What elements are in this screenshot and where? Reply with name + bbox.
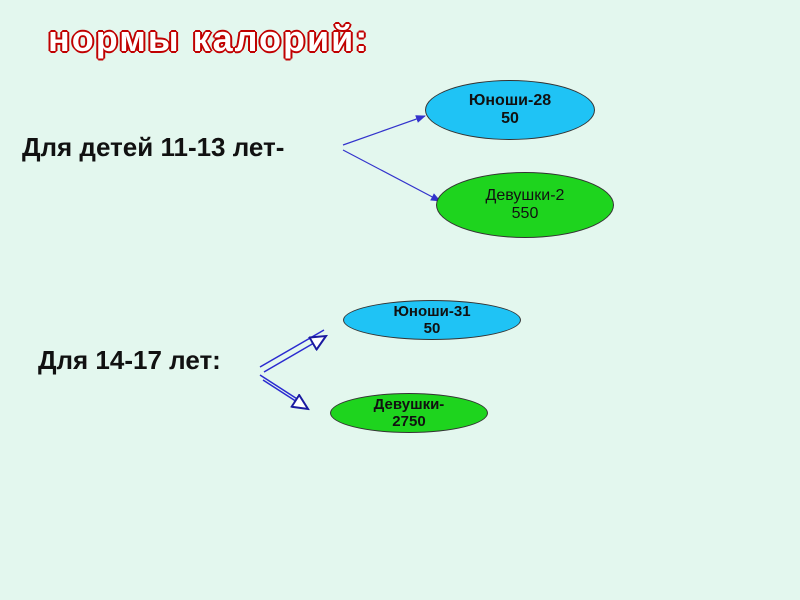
page-title: нормы калорий: — [48, 18, 370, 59]
oval-text-line2: 50 — [423, 320, 441, 337]
group-label-14-17: Для 14-17 лет: — [38, 345, 221, 375]
oval-text-line2: 2750 — [392, 413, 426, 430]
oval-text-line1: Девушки-2 — [485, 186, 565, 204]
oval-boys-14-17: Юноши-31 50 — [343, 300, 521, 340]
arrow-11-13-girls — [342, 149, 441, 202]
oval-text-line1: Юноши-28 — [468, 91, 552, 109]
oval-boys-11-13: Юноши-28 50 — [425, 80, 595, 140]
oval-text-line1: Юноши-31 — [393, 302, 471, 320]
arrow-11-13-boys — [342, 115, 426, 146]
group-label-11-13: Для детей 11-13 лет- — [22, 132, 285, 162]
oval-text-line2: 50 — [501, 110, 519, 127]
arrow-14-17-boys — [259, 329, 326, 373]
oval-girls-14-17: Девушки- 2750 — [330, 393, 488, 433]
oval-girls-11-13: Девушки-2 550 — [436, 172, 614, 238]
oval-text-line2: 550 — [511, 205, 539, 222]
arrow-14-17-girls — [259, 374, 308, 409]
oval-text-line1: Девушки- — [373, 395, 445, 413]
